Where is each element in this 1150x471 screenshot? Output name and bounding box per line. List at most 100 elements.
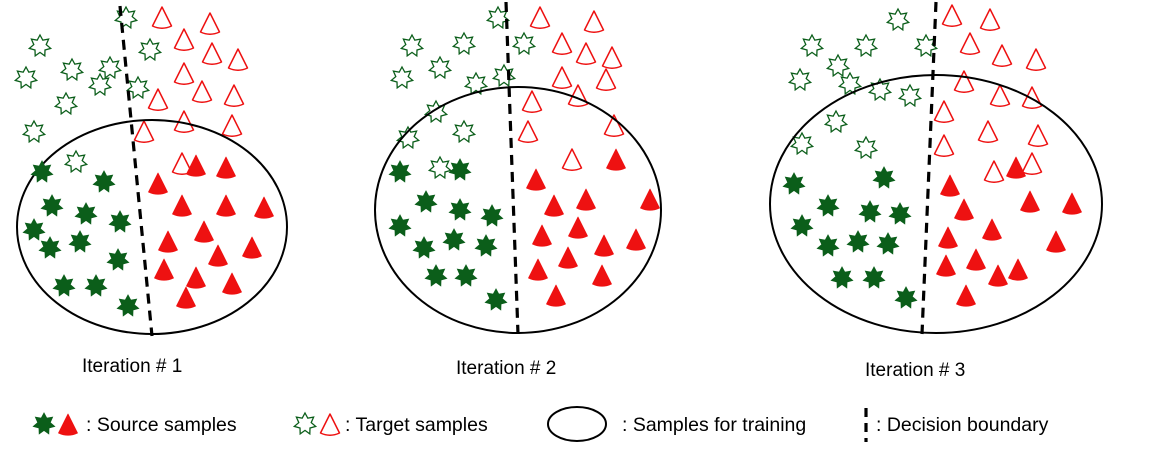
target-triangle-icon [575,42,597,65]
source-triangle-icon [936,254,956,277]
source-star-icon [858,200,882,223]
source-triangle-icon [1008,258,1028,281]
target-triangle-icon [147,88,169,111]
legend-icons [32,406,868,442]
source-star-icon [448,198,472,221]
target-triangle-icon [959,32,981,55]
target-star-icon [21,119,47,144]
source-triangle-icon [956,284,976,307]
source-triangle-icon [154,258,174,281]
source-star-icon [414,190,438,213]
source-triangle-icon [186,266,206,289]
source-star-icon [106,248,130,271]
target-triangle-icon [173,110,195,133]
source-triangle-icon [544,194,564,217]
target-triangle-icon [133,120,155,143]
target-star-icon [389,65,415,90]
source-triangle-icon [222,272,242,295]
source-star-icon [790,214,814,237]
source-triangle-icon [242,236,262,259]
target-triangle-icon [601,46,623,69]
source-star-icon [816,194,840,217]
source-triangle-icon [626,228,646,251]
source-star-icon [84,274,108,297]
source-star-icon [30,160,54,183]
source-star-icon [38,236,62,259]
target-star-icon [427,55,453,80]
target-star-icon [113,5,139,30]
target-triangle-icon [953,70,975,93]
target-triangle-icon [977,120,999,143]
target-triangle-icon [983,160,1005,183]
target-star-icon [63,149,89,174]
legend-ellipse-icon [547,406,607,442]
training-samples-ellipse [16,119,288,335]
target-triangle-icon [191,80,213,103]
source-star-icon [888,202,912,225]
source-triangle-icon [558,246,578,269]
source-triangle-icon [172,194,192,217]
source-star-icon [388,214,412,237]
target-triangle-icon [529,6,551,29]
source-triangle-icon [1020,190,1040,213]
source-star-icon [846,230,870,253]
source-star-icon [424,264,448,287]
source-triangle-icon [988,264,1008,287]
training-samples-ellipse [769,74,1103,334]
source-star-icon [442,228,466,251]
legend-training-label: : Samples for training [622,414,806,436]
source-triangle-icon [254,196,274,219]
source-triangle-icon [208,244,228,267]
target-triangle-icon [991,44,1013,67]
target-triangle-icon [989,84,1011,107]
target-triangle-icon [173,28,195,51]
target-triangle-icon [521,90,543,113]
legend-target-label: : Target samples [345,414,488,436]
target-triangle-icon [551,32,573,55]
target-triangle-icon [1021,152,1043,175]
decision-boundary-line [118,5,154,337]
target-star-icon [885,7,911,32]
source-star-icon [40,194,64,217]
source-star-icon [876,232,900,255]
source-triangle-icon [216,156,236,179]
source-triangle-icon [966,248,986,271]
target-star-icon [853,135,879,160]
panel-iteration-2 [374,1,662,335]
target-star-icon [491,63,517,88]
source-triangle-icon [148,172,168,195]
source-triangle-icon [526,168,546,191]
source-triangle-icon [176,286,196,309]
target-star-icon [485,5,511,30]
target-star-icon [853,33,879,58]
source-star-icon [108,210,132,233]
target-triangle-icon [201,42,223,65]
target-star-icon [511,31,537,56]
source-triangle-icon [640,188,660,211]
source-star-icon [92,170,116,193]
target-star-icon [137,37,163,62]
target-triangle-icon [595,68,617,91]
target-star-icon [823,109,849,134]
target-triangle-icon [151,6,173,29]
target-star-icon [451,119,477,144]
target-star-icon [395,125,421,150]
source-triangle-icon [532,224,552,247]
legend: : Source samples : Target samples : Samp… [32,406,1049,442]
target-star-icon [451,31,477,56]
legend-target-star-icon [292,411,318,436]
source-triangle-icon [982,218,1002,241]
source-star-icon [872,166,896,189]
source-triangle-icon [592,264,612,287]
target-star-icon [897,83,923,108]
target-star-icon [59,57,85,82]
target-star-icon [787,67,813,92]
legend-source-triangle-icon [58,413,78,436]
target-triangle-icon [583,10,605,33]
target-star-icon [837,71,863,96]
source-star-icon [782,172,806,195]
source-triangle-icon [158,230,178,253]
target-star-icon [27,33,53,58]
source-star-icon [388,160,412,183]
target-star-icon [463,71,489,96]
